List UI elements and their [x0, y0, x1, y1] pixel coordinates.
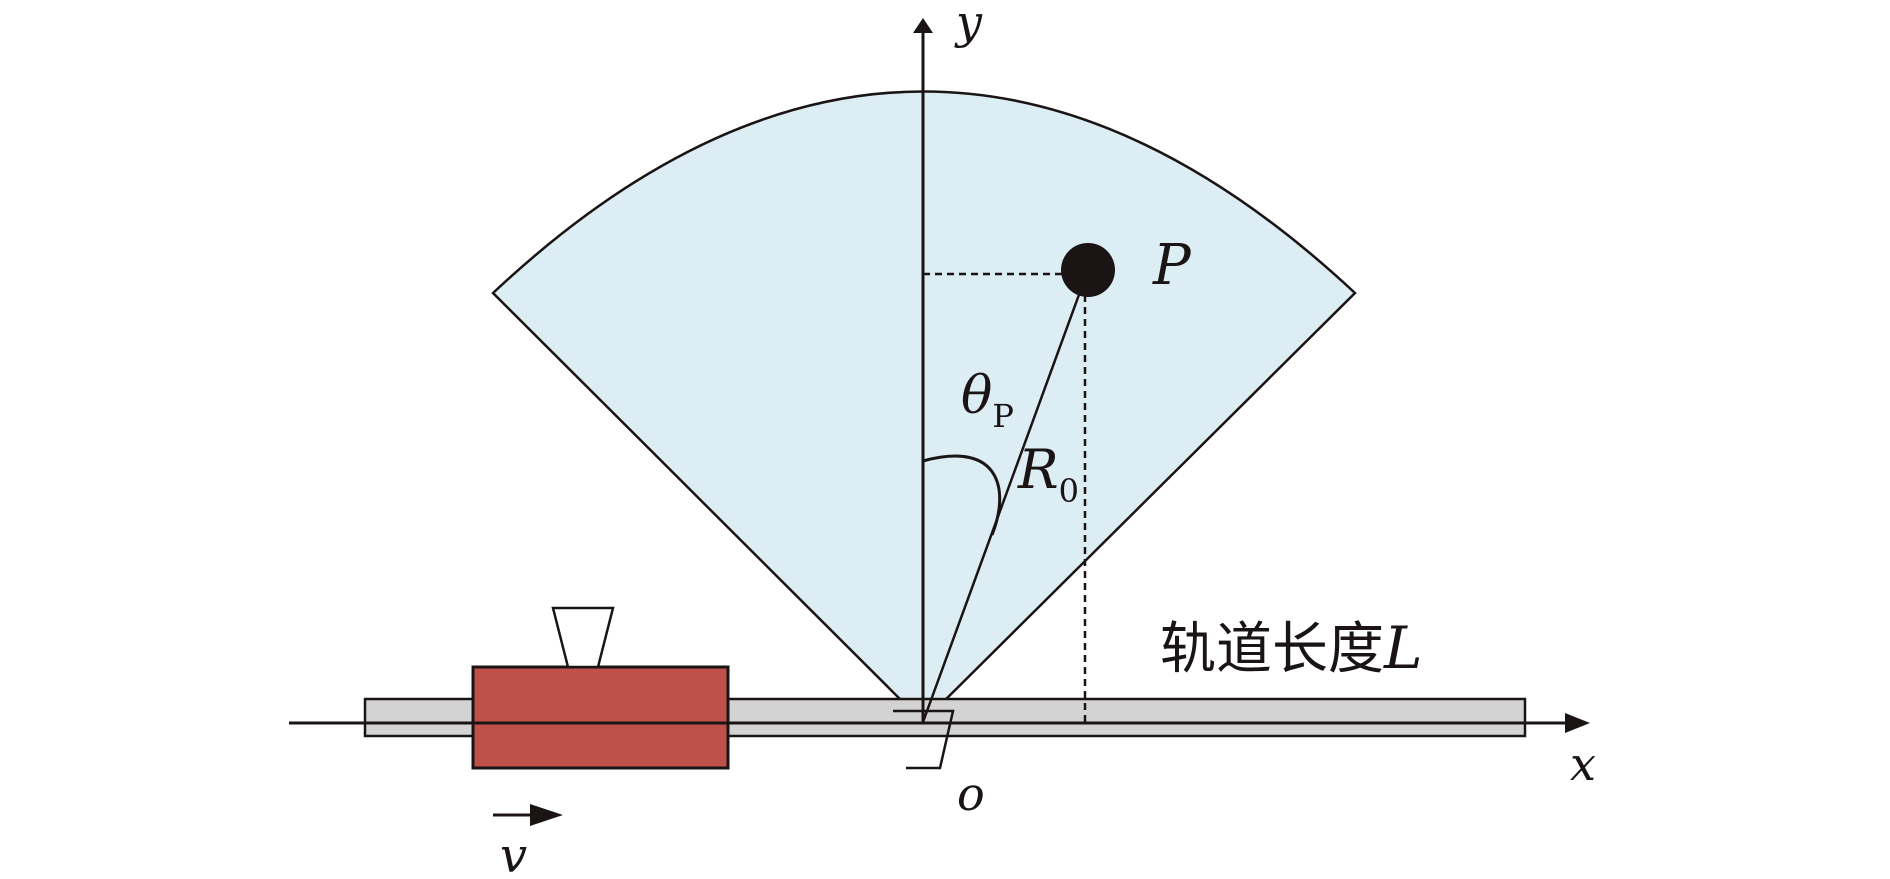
target-point — [1061, 243, 1115, 297]
x-axis-arrow-icon — [1565, 713, 1590, 733]
y-axis-label: y — [954, 0, 983, 49]
x-axis-label: x — [1570, 737, 1596, 791]
point-label: P — [1152, 233, 1192, 298]
angle-label: θP — [961, 366, 1014, 435]
origin-label: o — [957, 767, 985, 821]
radius-symbol: R — [1017, 438, 1059, 501]
angle-symbol: θ — [961, 366, 992, 426]
track-label-text: 轨道长度 — [1160, 617, 1384, 682]
angle-arc — [922, 454, 1002, 536]
angle-subscript: P — [992, 397, 1014, 435]
radius-label: R0 — [1017, 438, 1079, 510]
cart-body — [471, 665, 730, 770]
velocity-label: v — [500, 828, 527, 879]
radius-subscript: 0 — [1059, 472, 1079, 510]
velocity-arrow-icon — [530, 804, 563, 826]
cart-antenna-icon — [551, 606, 615, 669]
track-length-symbol: L — [1383, 614, 1423, 682]
origin-radar-icon — [893, 709, 955, 770]
radius-line — [921, 269, 1090, 723]
track-length-label: 轨道长度L — [1160, 614, 1423, 682]
y-axis-arrow-icon — [913, 18, 933, 33]
